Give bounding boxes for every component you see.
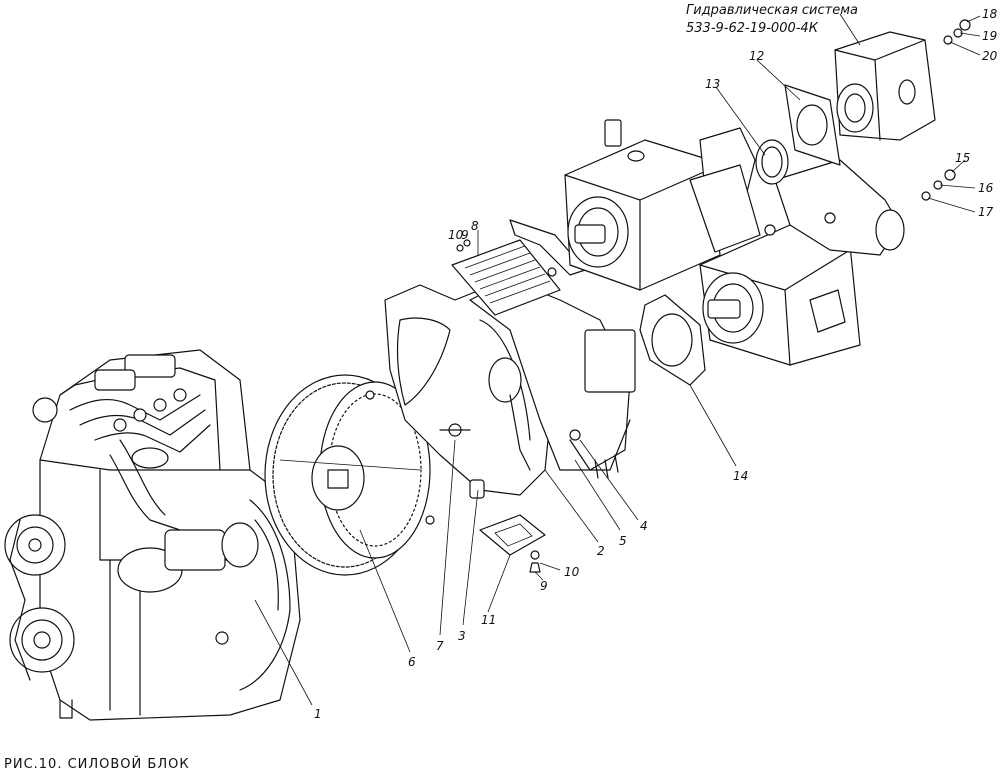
leader-lines bbox=[254, 13, 981, 706]
top-cover bbox=[451, 219, 586, 316]
figure-caption: РИС.10. СИЛОВОЙ БЛОК bbox=[4, 757, 190, 772]
callout-15: 15 bbox=[955, 151, 970, 165]
engine-block bbox=[4, 349, 301, 721]
callout-16: 16 bbox=[978, 181, 994, 195]
callout-3: 3 bbox=[458, 629, 466, 643]
callout-7: 7 bbox=[436, 639, 444, 653]
callout-18: 18 bbox=[982, 7, 998, 21]
hydraulic-pump-upper bbox=[564, 119, 761, 291]
gasket-14 bbox=[639, 294, 706, 386]
callout-11: 11 bbox=[481, 613, 496, 627]
callout-20: 20 bbox=[982, 49, 998, 63]
gasket-12 bbox=[784, 84, 841, 166]
system-label-line1: Гидравлическая система bbox=[686, 3, 858, 18]
seal-ring-13 bbox=[755, 139, 789, 185]
gear-pump bbox=[834, 31, 936, 141]
callout-1: 1 bbox=[314, 707, 322, 721]
callout-12: 12 bbox=[749, 49, 764, 63]
callout-9-top: 9 bbox=[461, 228, 469, 242]
callout-9-bottom: 9 bbox=[540, 579, 548, 593]
callout-5: 5 bbox=[619, 534, 627, 548]
callout-6: 6 bbox=[408, 655, 416, 669]
callout-10-bottom: 10 bbox=[564, 565, 580, 579]
callout-13: 13 bbox=[705, 77, 720, 91]
callout-17: 17 bbox=[978, 205, 994, 219]
flywheel-housing bbox=[384, 279, 636, 496]
nut-washers bbox=[456, 19, 971, 252]
callout-10-top: 10 bbox=[448, 228, 464, 242]
bottom-cover bbox=[469, 479, 546, 573]
flywheel bbox=[264, 374, 435, 576]
hydraulic-pump-lower bbox=[699, 159, 905, 366]
callout-4: 4 bbox=[640, 519, 648, 533]
callout-8: 8 bbox=[471, 219, 479, 233]
callout-2: 2 bbox=[597, 544, 605, 558]
callout-19: 19 bbox=[982, 29, 997, 43]
callout-14: 14 bbox=[733, 469, 748, 483]
system-label-line2: 533-9-62-19-000-4К bbox=[686, 21, 819, 36]
